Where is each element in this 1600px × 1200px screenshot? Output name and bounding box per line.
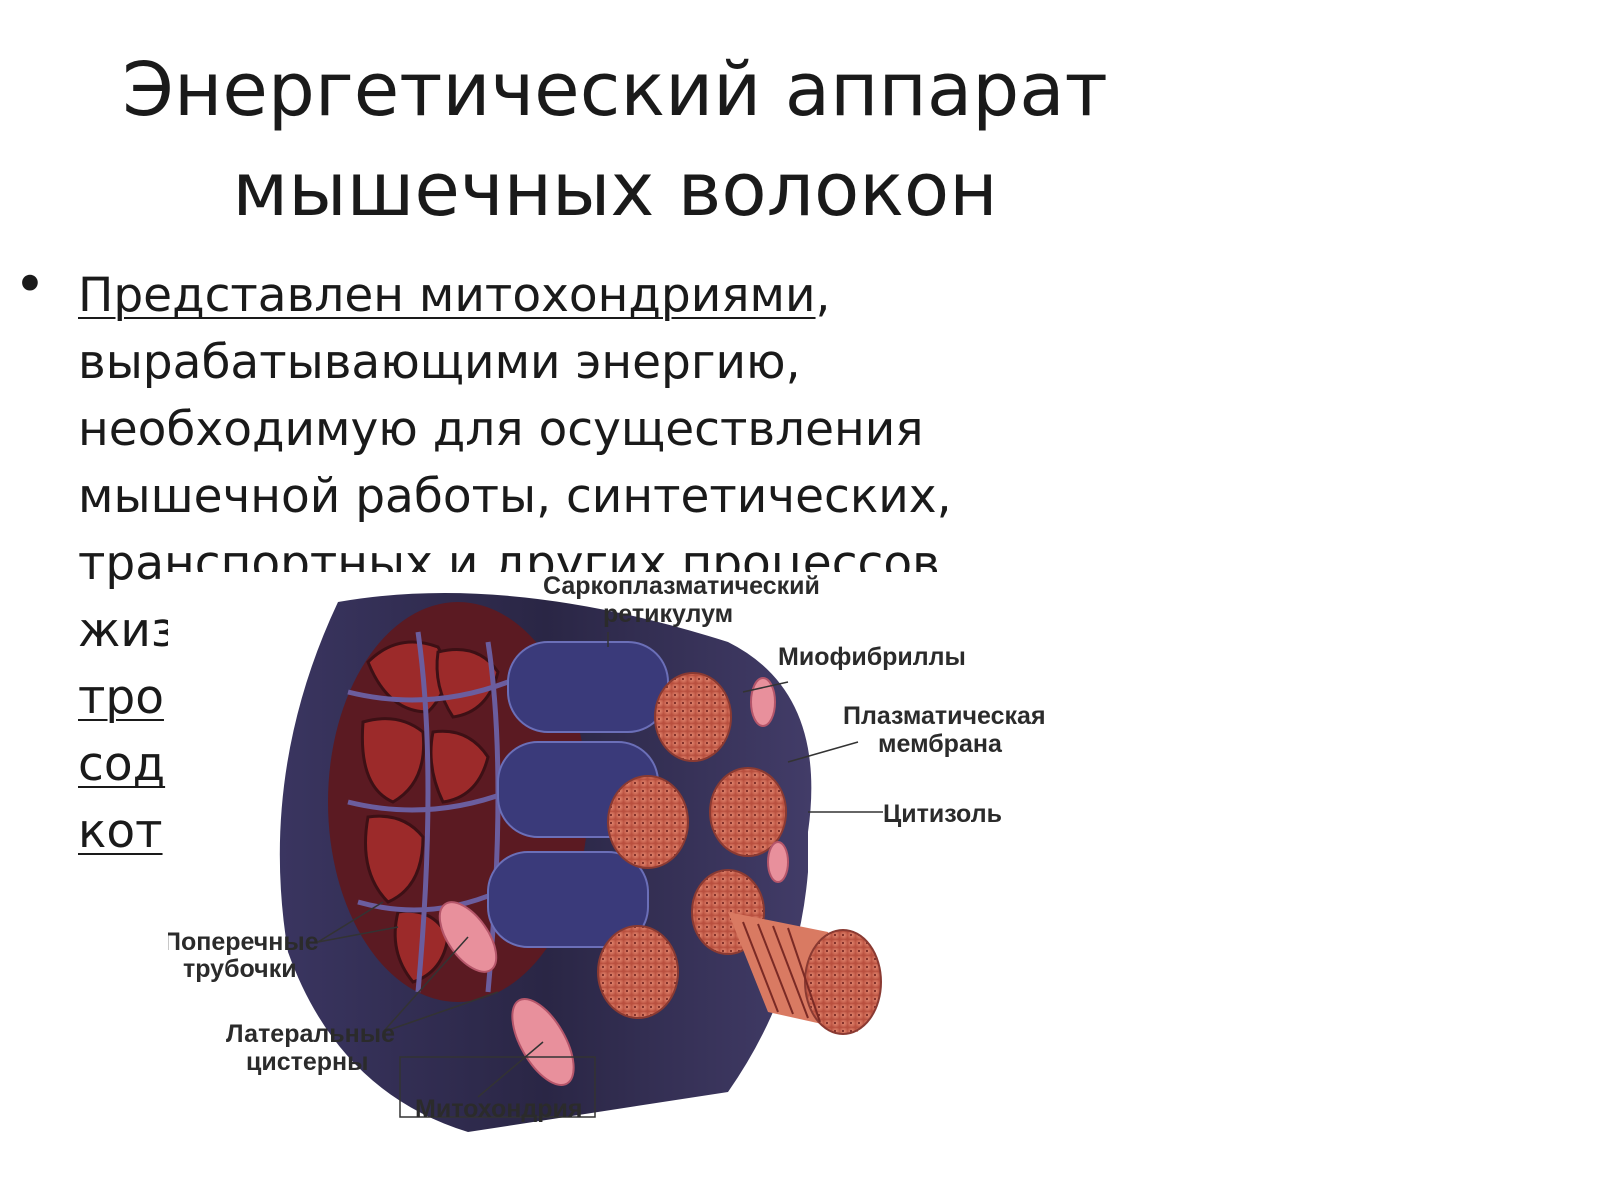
protruding-myofibril <box>728 912 882 1035</box>
label-plasma-membrane: Плазматическая <box>843 702 1046 730</box>
bullet-line-4: мышечной работы, синтетических, <box>78 469 952 524</box>
label-myofibrils: Миофибриллы <box>778 643 966 671</box>
underlined-phrase: Представлен митохондриями <box>78 268 816 323</box>
slide-title-line-2: мышечных волокон <box>232 147 998 233</box>
bullet-line-7: тро <box>78 670 164 725</box>
label-sarcoplasmic-reticulum-2: ретикулум <box>603 600 733 628</box>
bullet-line-2: вырабатывающими энергию, <box>78 335 801 390</box>
slide-title: Энергетический аппарат мышечных волокон <box>0 40 1230 240</box>
label-t-tubules-2: трубочки <box>183 955 297 983</box>
leader-lines <box>317 632 883 1118</box>
bullet-line-1: Представлен митохондриями, <box>78 268 831 323</box>
label-sarcoplasmic-reticulum: Саркоплазматический <box>543 572 820 600</box>
label-lateral-cisterns: Латеральные <box>226 1020 395 1048</box>
bullet-dot: • <box>14 253 46 316</box>
label-plasma-membrane-2: мембрана <box>878 730 1003 758</box>
bullet-line-6: жиз <box>78 603 176 658</box>
label-mitochondrion: Митохондрия <box>415 1095 583 1123</box>
myofibril-face <box>597 925 679 1019</box>
label-t-tubules: Поперечные <box>168 928 319 956</box>
muscle-fiber-diagram: Саркоплазматический ретикулум Миофибрилл… <box>168 572 1068 1172</box>
slide-title-line-1: Энергетический аппарат <box>122 47 1108 133</box>
myofibril-face <box>709 767 787 857</box>
label-lateral-cisterns-2: цистерны <box>246 1048 369 1076</box>
bullet-line-3: необходимую для осуществления <box>78 402 924 457</box>
label-cytosol: Цитизоль <box>883 800 1002 828</box>
muscle-fiber-illustration: Саркоплазматический ретикулум Миофибрилл… <box>168 572 1046 1132</box>
myofibril-face <box>607 775 689 869</box>
myofibril-face <box>654 672 732 762</box>
